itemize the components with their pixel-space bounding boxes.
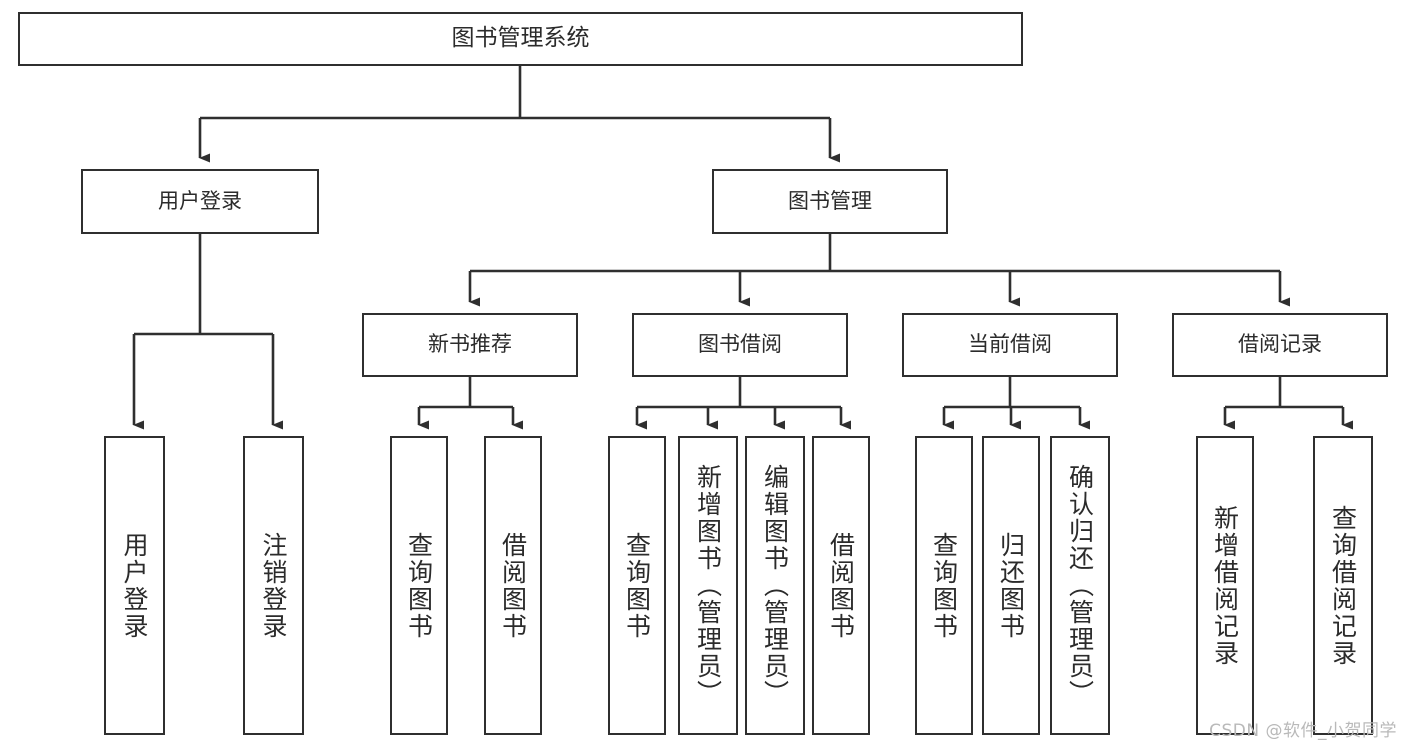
node-leaf-bb-borrow[interactable]: 借阅图书 [812,436,870,735]
node-root-label: 图书管理系统 [451,25,590,52]
node-leaf-rec-query-label: 查询图书 [404,531,434,640]
node-leaf-logout[interactable]: 注销登录 [243,436,304,735]
node-leaf-br-query-label: 查询借阅记录 [1328,504,1358,667]
node-leaf-bb-add-label: 新增图书（管理员） [693,464,723,707]
node-leaf-br-add[interactable]: 新增借阅记录 [1196,436,1254,735]
node-book-borrow[interactable]: 图书借阅 [632,313,848,377]
node-leaf-logout-label: 注销登录 [259,531,288,640]
node-leaf-rec-borrow[interactable]: 借阅图书 [484,436,542,735]
node-leaf-cb-query[interactable]: 查询图书 [915,436,973,735]
node-leaf-user-login[interactable]: 用户登录 [104,436,165,735]
node-leaf-br-query[interactable]: 查询借阅记录 [1313,436,1373,735]
node-current-borrow[interactable]: 当前借阅 [902,313,1118,377]
csdn-watermark: CSDN @软件_小贺同学 [1209,721,1397,741]
node-leaf-bb-query-label: 查询图书 [622,531,652,640]
node-leaf-bb-edit-label: 编辑图书（管理员） [760,464,790,707]
node-leaf-cb-return-label: 归还图书 [996,531,1026,640]
node-book-borrow-label: 图书借阅 [698,332,782,357]
node-leaf-cb-confirm[interactable]: 确认归还（管理员） [1050,436,1110,735]
node-book-manage-label: 图书管理 [788,188,872,213]
node-current-borrow-label: 当前借阅 [968,332,1052,357]
node-user-login-label: 用户登录 [158,188,242,213]
node-leaf-bb-edit[interactable]: 编辑图书（管理员） [745,436,805,735]
node-leaf-cb-confirm-label: 确认归还（管理员） [1065,464,1095,707]
node-new-book-rec-label: 新书推荐 [428,332,512,357]
node-leaf-bb-borrow-label: 借阅图书 [826,531,856,640]
node-leaf-cb-query-label: 查询图书 [929,531,959,640]
node-leaf-user-login-label: 用户登录 [120,531,149,640]
node-user-login[interactable]: 用户登录 [81,169,319,234]
node-leaf-rec-borrow-label: 借阅图书 [498,531,528,640]
node-borrow-record[interactable]: 借阅记录 [1172,313,1388,377]
node-leaf-bb-add[interactable]: 新增图书（管理员） [678,436,738,735]
node-leaf-rec-query[interactable]: 查询图书 [390,436,448,735]
node-leaf-bb-query[interactable]: 查询图书 [608,436,666,735]
node-leaf-cb-return[interactable]: 归还图书 [982,436,1040,735]
node-root[interactable]: 图书管理系统 [18,12,1023,66]
node-new-book-rec[interactable]: 新书推荐 [362,313,578,377]
node-leaf-br-add-label: 新增借阅记录 [1210,504,1240,667]
node-book-manage[interactable]: 图书管理 [712,169,948,234]
node-borrow-record-label: 借阅记录 [1238,332,1322,357]
